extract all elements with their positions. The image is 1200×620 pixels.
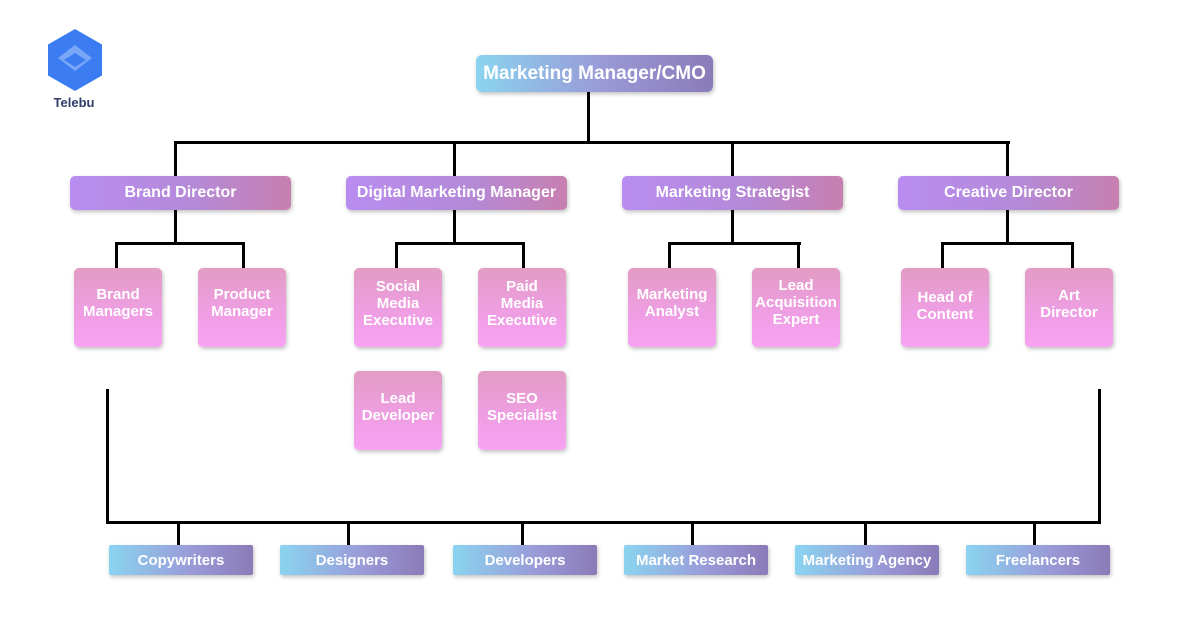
level2-node-lead-acquisition-expert: Lead Acquisition Expert: [752, 268, 840, 347]
level2-node-head-of-content: Head of Content: [901, 268, 989, 347]
external-node-copywriters: Copywriters: [109, 545, 253, 575]
level1-node-marketing-strategist: Marketing Strategist: [622, 176, 843, 210]
level1-node-brand-director: Brand Director: [70, 176, 291, 210]
external-node-designers: Designers: [280, 545, 424, 575]
level2-node-product-manager: Product Manager: [198, 268, 286, 347]
level1-node-digital-marketing-manager: Digital Marketing Manager: [346, 176, 567, 210]
level2-node-lead-developer: Lead Developer: [354, 371, 442, 450]
level2-node-brand-managers: Brand Managers: [74, 268, 162, 347]
brand-name: Telebu: [53, 95, 95, 110]
level2-node-art-director: Art Director: [1025, 268, 1113, 347]
external-node-developers: Developers: [453, 545, 597, 575]
level1-node-creative-director: Creative Director: [898, 176, 1119, 210]
level2-node-seo-specialist: SEO Specialist: [478, 371, 566, 450]
external-node-marketing-agency: Marketing Agency: [795, 545, 939, 575]
level2-node-paid-media-executive: Paid Media Executive: [478, 268, 566, 347]
hexagon-logo-icon: [48, 29, 102, 91]
level2-node-marketing-analyst: Marketing Analyst: [628, 268, 716, 347]
external-node-freelancers: Freelancers: [966, 545, 1110, 575]
level2-node-social-media-executive: Social Media Executive: [354, 268, 442, 347]
external-node-market-research: Market Research: [624, 545, 768, 575]
root-node: Marketing Manager/CMO: [476, 55, 713, 92]
